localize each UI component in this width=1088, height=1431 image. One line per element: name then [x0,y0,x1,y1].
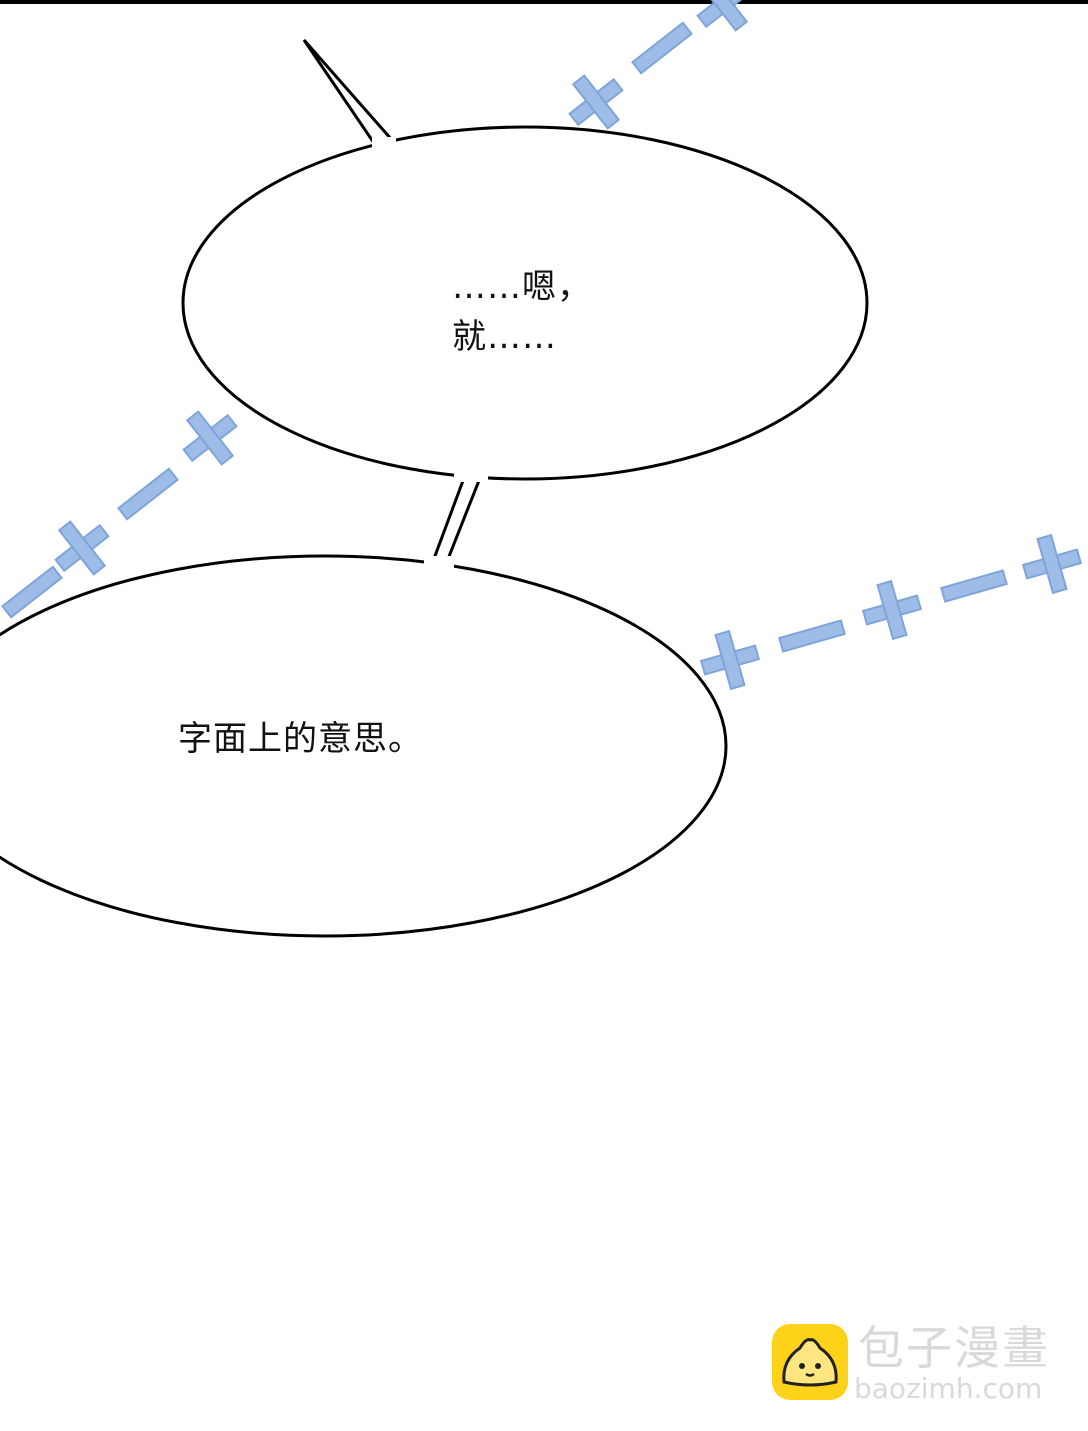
deco-plus [54,520,110,576]
bubble-top-tail [302,39,395,148]
deco-dash [940,569,1008,603]
bubble-bottom-line-1: 字面上的意思。 [178,719,423,759]
deco-plus [699,629,761,691]
dashed-cross-lines [1,0,1083,691]
deco-plus [861,579,923,641]
bubble-bottom-ellipse [0,554,728,938]
deco-plus [568,74,624,130]
watermark-name: 包子漫畫 [858,1321,1050,1375]
panel-top-border [0,0,1088,4]
deco-dash [778,619,846,653]
bubble-top-text: ……嗯， 就…… [452,262,592,362]
speech-bubble-top [181,39,869,481]
bubble-bottom-text: 字面上的意思。 [178,714,423,764]
deco-dash [1,565,63,619]
bubble-top-line-2: 就…… [452,317,557,357]
speech-bubble-bottom [0,554,728,938]
bubble-top-line-1: ……嗯， [452,267,592,307]
bun-logo-icon [772,1324,848,1400]
watermark: 包子漫畫 baozimh.com [772,1322,1072,1408]
watermark-url: baozimh.com [854,1372,1043,1405]
deco-plus [1021,533,1083,595]
deco-dash [117,467,179,521]
deco-plus [182,410,238,466]
bubble-top-ellipse [181,125,869,481]
deco-dash [631,21,693,75]
deco-plus [696,0,752,32]
bubble-connector [429,476,483,566]
